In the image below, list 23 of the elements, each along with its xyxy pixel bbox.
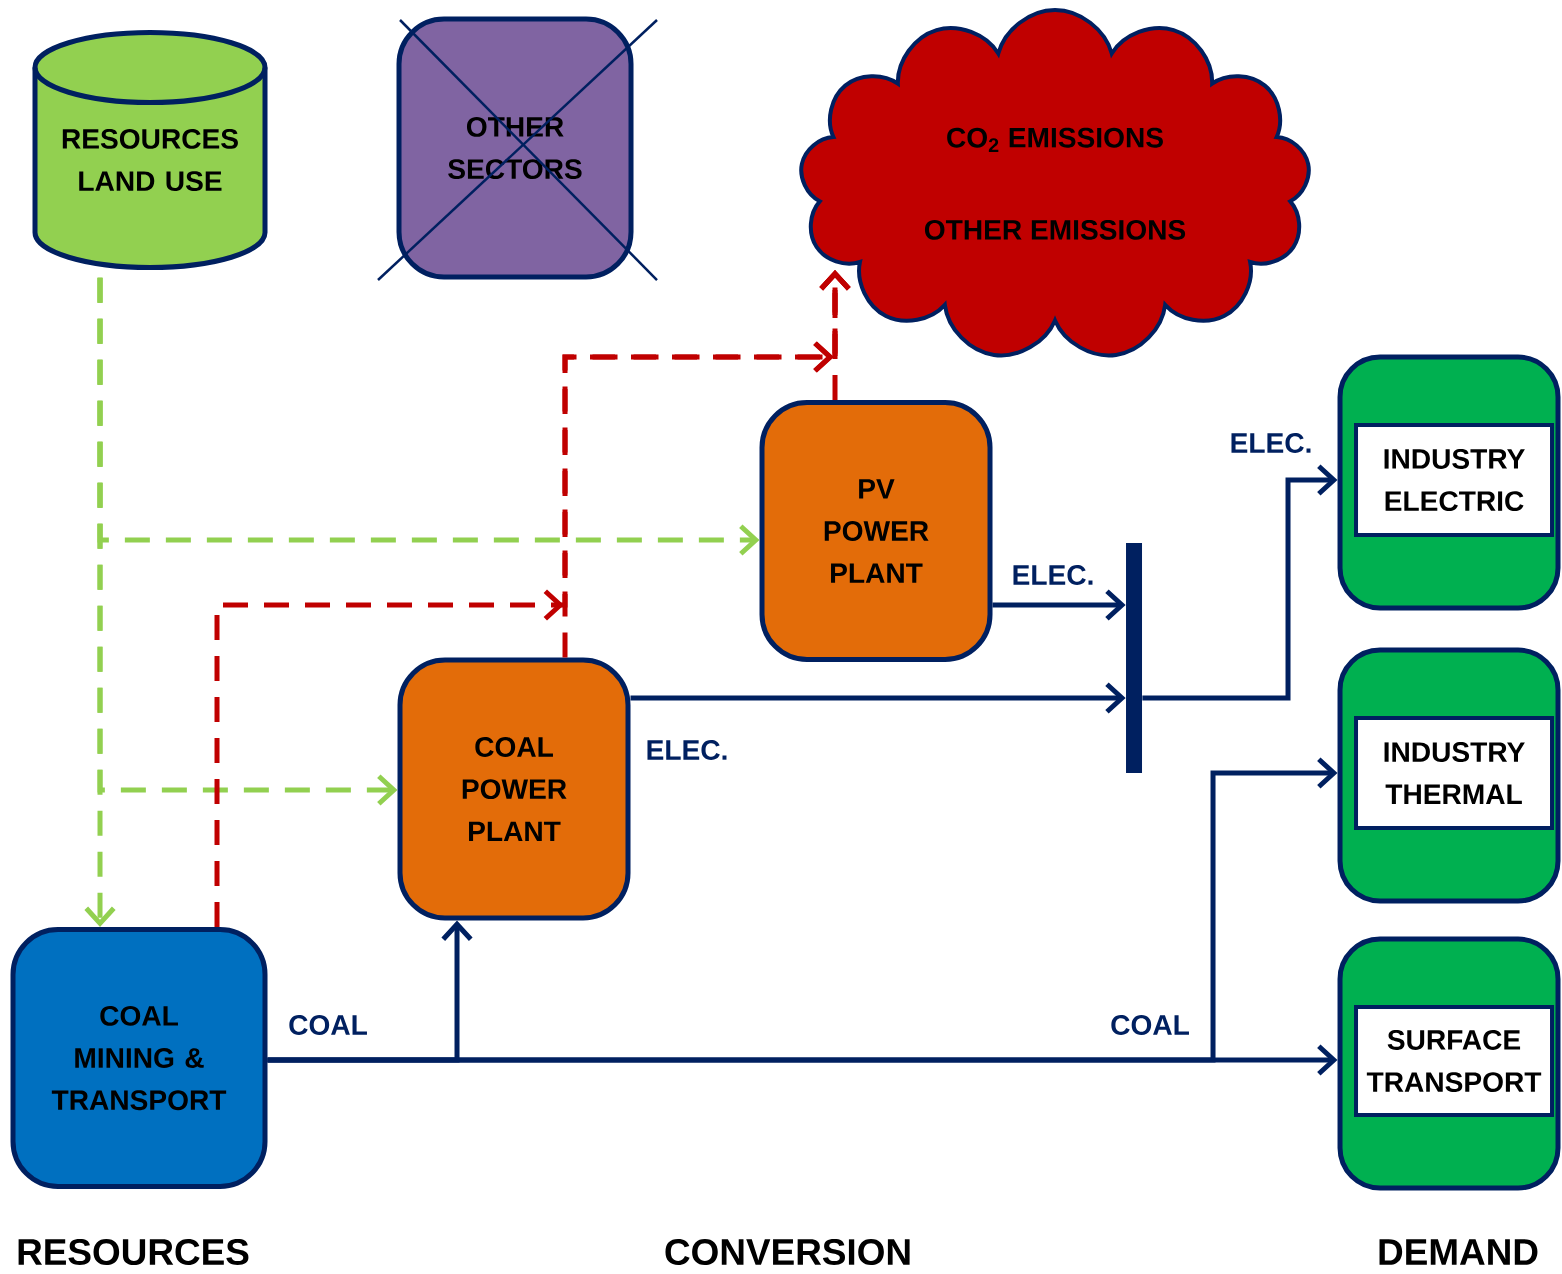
process-box: COAL MINING & TRANSPORT xyxy=(10,927,268,1189)
edge-label: COAL xyxy=(286,1013,370,1037)
arrow xyxy=(267,1044,1338,1076)
label-box: INDUSTRY ELECTRIC xyxy=(1354,423,1554,537)
edge-label: ELEC. xyxy=(643,738,731,762)
bus-bar xyxy=(1126,543,1142,773)
process-box: COAL POWER PLANT xyxy=(397,657,631,921)
arrow xyxy=(630,682,1126,714)
arrow xyxy=(992,589,1126,621)
dashed-arrow xyxy=(97,277,398,806)
dashed-arrow xyxy=(819,270,851,400)
edge-label: ELEC. xyxy=(1009,563,1097,587)
emissions-cloud: CO$_{2}$ EMISSIONS OTHER EMISSIONS xyxy=(799,8,1311,358)
edge-label: ELEC. xyxy=(1227,431,1315,455)
storage-cylinder: RESOURCES LAND USE xyxy=(32,30,268,270)
arrow xyxy=(1142,464,1338,701)
edge-label: COAL xyxy=(1108,1013,1192,1037)
section-label: DEMAND xyxy=(1379,1239,1538,1265)
section-label: CONVERSION xyxy=(665,1238,910,1266)
section-label: RESOURCES xyxy=(18,1238,249,1266)
process-box: PV POWER PLANT xyxy=(759,400,993,662)
label-box: SURFACE TRANSPORT xyxy=(1354,1005,1554,1117)
label-box: INDUSTRY THERMAL xyxy=(1354,716,1554,830)
